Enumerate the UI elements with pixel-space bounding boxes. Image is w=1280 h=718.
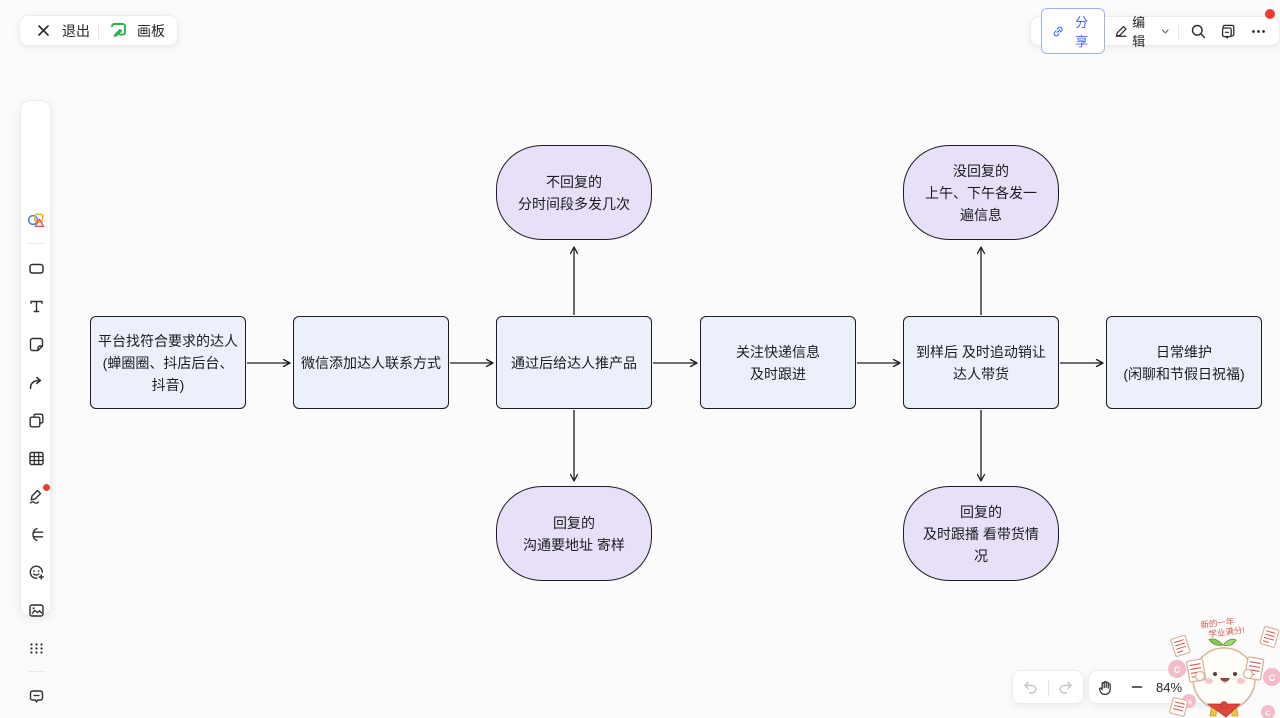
frame-tool-icon[interactable] — [27, 411, 46, 430]
chevron-down-icon — [1161, 29, 1169, 34]
flow-ellipse-no-reply-twice[interactable]: 没回复的 上午、下午各发一 遍信息 — [903, 145, 1059, 240]
board-logo-icon — [107, 20, 129, 42]
topbar-divider — [98, 22, 99, 39]
sticker-caption-line1: 新的一年 — [1200, 616, 1235, 630]
board-tab[interactable]: 画板 — [137, 22, 165, 39]
more-menu-icon[interactable] — [1248, 20, 1269, 42]
exit-close-icon[interactable] — [32, 20, 54, 42]
undo-icon[interactable] — [1019, 676, 1041, 698]
mind-map-tool-icon[interactable] — [27, 525, 46, 544]
edit-mode-button[interactable]: 编辑 — [1114, 12, 1169, 50]
topbar-left: 退出 画板 — [19, 15, 178, 46]
sticker-caption-line2: 学业满分! — [1208, 625, 1245, 639]
shapes-tool-icon[interactable] — [27, 211, 46, 230]
image-tool-icon[interactable] — [27, 601, 46, 620]
sticker-papers — [1169, 625, 1280, 717]
pencil-icon — [1115, 25, 1127, 37]
redo-icon[interactable] — [1055, 676, 1077, 698]
history-divider — [1047, 679, 1049, 695]
emoji-tool-icon[interactable] — [27, 563, 46, 582]
pen-badge-dot — [43, 484, 50, 491]
search-icon[interactable] — [1188, 20, 1209, 42]
feedback-tool-icon[interactable] — [27, 687, 46, 706]
notification-dot — [1265, 9, 1275, 19]
text-tool-icon[interactable] — [27, 297, 46, 316]
sidebar-divider — [28, 671, 45, 672]
sidebar-divider — [28, 243, 45, 244]
history-controls — [1012, 670, 1084, 704]
flow-box-maintenance[interactable]: 日常维护 (闲聊和节假日祝福) — [1106, 316, 1262, 409]
exit-button[interactable]: 退出 — [62, 22, 90, 39]
flow-box-track-shipping[interactable]: 关注快递信息 及时跟进 — [700, 316, 856, 409]
flow-box-add-wechat[interactable]: 微信添加达人联系方式 — [293, 316, 449, 409]
flow-box-push-sales[interactable]: 到样后 及时追动销让 达人带货 — [903, 316, 1059, 409]
link-icon — [1053, 26, 1063, 36]
share-button-label: 分享 — [1075, 15, 1089, 49]
sticker-percent: % — [1186, 700, 1193, 707]
share-button[interactable]: 分享 — [1041, 8, 1105, 54]
apps-tool-icon[interactable] — [27, 639, 46, 658]
hand-tool-icon[interactable] — [1097, 676, 1114, 698]
zoom-out-icon[interactable] — [1130, 676, 1144, 698]
sticker-letter-c: C — [1265, 711, 1270, 718]
tool-sidebar — [20, 100, 51, 703]
table-tool-icon[interactable] — [27, 449, 46, 468]
flow-box-find-creators[interactable]: 平台找符合要求的达人 (蝉圈圈、抖店后台、 抖音) — [90, 316, 246, 409]
flow-ellipse-reply-follow-live[interactable]: 回复的 及时跟播 看带货情 况 — [903, 486, 1059, 581]
topbar-divider — [1178, 23, 1180, 39]
flow-ellipse-no-reply-resend[interactable]: 不回复的 分时间段多发几次 — [496, 145, 652, 240]
topbar-right: 分享 编辑 — [1030, 8, 1280, 54]
connector-tool-icon[interactable] — [27, 373, 46, 392]
sticker-letter-c: C — [1174, 665, 1181, 675]
flow-ellipse-reply-get-address[interactable]: 回复的 沟通要地址 寄样 — [496, 486, 652, 581]
edit-mode-label: 编辑 — [1132, 15, 1146, 49]
sticky-note-tool-icon[interactable] — [27, 335, 46, 354]
corner-sticker[interactable]: C % C C 新的一年 学业满分! — [1166, 612, 1280, 718]
sticker-letter-c: C — [1269, 673, 1276, 683]
rectangle-tool-icon[interactable] — [27, 259, 46, 278]
flow-box-pitch-product[interactable]: 通过后给达人推产品 — [496, 316, 652, 409]
pen-tool-icon[interactable] — [27, 484, 50, 506]
comments-icon[interactable] — [1218, 20, 1239, 42]
zoom-level[interactable]: 84% — [1155, 679, 1183, 695]
